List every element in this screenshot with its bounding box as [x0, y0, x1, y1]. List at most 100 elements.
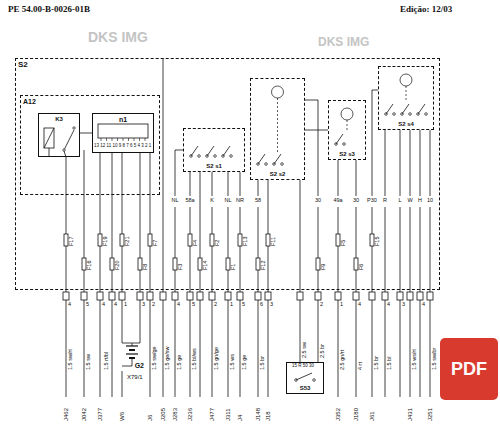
- wire: [300, 180, 301, 362]
- pin-numbers: 13 12 11 10 9 8 7 6 5 4 3 2 1: [94, 144, 151, 149]
- wire-color: 1.5 ge: [242, 355, 248, 370]
- wire: [66, 157, 67, 397]
- wire: [385, 207, 386, 397]
- wire-connector: [80, 133, 92, 134]
- switch-blade: [418, 104, 425, 114]
- wire: [240, 172, 241, 196]
- connector-pin: [225, 292, 231, 300]
- wire-color: 1.5 bl/ws: [192, 348, 198, 370]
- wire: [430, 130, 431, 196]
- fuse-symbol: [256, 258, 260, 270]
- wire-id: W6: [119, 412, 125, 421]
- fuse-symbol: [148, 234, 152, 246]
- wire: [420, 130, 421, 196]
- wire-id: J205: [160, 408, 166, 421]
- wire-color: 1.5 bl: [387, 357, 393, 370]
- switch-contact: [409, 113, 412, 116]
- wire: [132, 358, 133, 366]
- terminal-name: NL: [224, 198, 231, 204]
- switch-blade: [296, 373, 312, 380]
- switch-contact: [214, 155, 217, 158]
- wire: [49, 148, 50, 157]
- wire: [268, 180, 269, 397]
- wire: [385, 130, 386, 196]
- pdf-icon: PDF: [440, 338, 498, 400]
- fuse-name: F7: [153, 240, 159, 246]
- connector-pin: [109, 292, 115, 300]
- connector-pin: [63, 292, 69, 300]
- connector-pin: [137, 292, 143, 300]
- wire-color: 1.5 br: [260, 356, 266, 370]
- fuse-symbol: [226, 258, 230, 270]
- wire: [338, 160, 339, 196]
- wire-id: J462: [63, 408, 69, 421]
- connector-pin: [335, 292, 341, 300]
- pin-number: 4: [358, 302, 361, 308]
- battery-plate: [126, 345, 138, 346]
- connector-pin: [397, 292, 403, 300]
- wire-id: J61: [369, 411, 375, 421]
- terminal-name: W: [407, 198, 412, 204]
- connector-pin: [119, 292, 125, 300]
- wire: [140, 153, 141, 335]
- wire-id: J251: [427, 408, 433, 421]
- switch-contact: [230, 155, 233, 158]
- terminal-name: NL: [171, 198, 178, 204]
- pin-number: 5: [86, 302, 89, 308]
- part-label: S2 s3: [339, 151, 355, 157]
- switch-blade: [191, 146, 198, 156]
- wire-id: J042: [81, 408, 87, 421]
- terminal-name: 30: [353, 198, 359, 204]
- pin-number: 4: [177, 302, 180, 308]
- pin-number: 4: [387, 302, 390, 308]
- pin-number: 1: [124, 302, 127, 308]
- connector-pin: [172, 292, 178, 300]
- wire: [175, 207, 176, 397]
- pin-number: 3: [142, 302, 145, 308]
- switch-box: S2 s4: [378, 66, 434, 130]
- terminal-name: 58a: [185, 198, 194, 204]
- connector-pin: [265, 292, 271, 300]
- relay-coil: [44, 128, 54, 148]
- wire-color: 1.5 sw/rt: [68, 349, 74, 370]
- part-label: K3: [55, 116, 63, 122]
- switch-blade: [207, 146, 214, 156]
- wire: [140, 335, 141, 343]
- switch-contact: [343, 143, 346, 146]
- wire-connector: [305, 130, 328, 131]
- wire: [305, 100, 318, 101]
- switch-linkage: [406, 86, 407, 102]
- chip-pin: [112, 138, 113, 141]
- connector-pin: [81, 292, 87, 300]
- terminal-name: 10: [427, 198, 433, 204]
- connector-pin: [97, 292, 103, 300]
- wire: [122, 343, 140, 344]
- switch-blade: [258, 154, 265, 164]
- wire: [84, 150, 85, 397]
- terminal-name: K: [210, 198, 214, 204]
- chip-pin: [134, 138, 135, 141]
- pin-number: 5: [192, 302, 195, 308]
- terminal-name: NR: [236, 198, 244, 204]
- wire-id: J311: [225, 408, 231, 421]
- pin-number: 2: [152, 302, 155, 308]
- pin-number: 2: [320, 302, 323, 308]
- part-label: n1: [119, 116, 127, 123]
- fuse-name: F14: [203, 261, 209, 270]
- fuse-name: F19: [103, 237, 109, 246]
- relay-box: K3: [38, 113, 80, 157]
- fuse-symbol: [266, 234, 270, 246]
- wire-color: 1.5 sw/ge: [152, 346, 158, 370]
- relay-contact: [73, 127, 75, 129]
- switch-linkage: [347, 120, 348, 132]
- fuse-name: F2: [215, 240, 221, 246]
- switch-contact: [265, 163, 268, 166]
- chip-pin: [101, 138, 102, 141]
- switch-contact: [425, 113, 428, 116]
- fuse-name: F21: [125, 237, 131, 246]
- wire-color: 4 rt: [358, 362, 364, 370]
- wire-color: 1.5 ge/sw: [165, 346, 171, 370]
- switch-knob: [272, 86, 284, 98]
